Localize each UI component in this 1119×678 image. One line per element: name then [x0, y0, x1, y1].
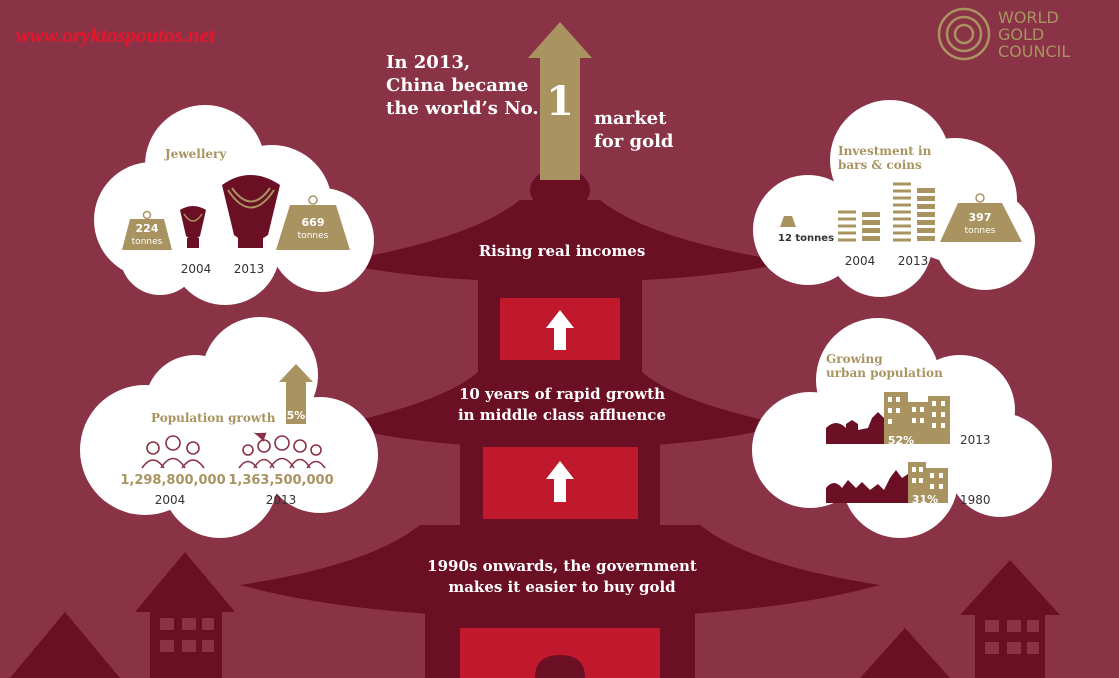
jewellery-title: Jewellery	[164, 147, 227, 161]
tier1-caption: Rising real incomes	[479, 242, 646, 260]
investment-year-2004: 2004	[845, 254, 876, 268]
population-title: Population growth	[151, 411, 276, 425]
jewellery-2004-unit: tonnes	[132, 237, 163, 247]
necklace-icon-small	[180, 206, 206, 248]
bars-stack-2004	[862, 212, 880, 241]
tier2-caption-line2: in middle class affluence	[458, 406, 666, 424]
coins-stack-2013	[893, 182, 911, 242]
investment-year-2013: 2013	[898, 254, 929, 268]
population-year-2013: 2013	[266, 493, 297, 507]
logo-line1: WORLD	[998, 8, 1059, 27]
number-one-arrow	[528, 22, 592, 180]
headline-tail2: for gold	[594, 131, 674, 152]
jewellery-year-2004: 2004	[181, 262, 212, 276]
skyline-2013	[826, 392, 950, 444]
growth-arrow-lower	[546, 461, 574, 502]
investment-title-line1: Investment in	[838, 144, 932, 158]
weight-icon-small	[780, 216, 796, 227]
rank-number: 1	[546, 78, 574, 125]
urban-1980-percent: 31%	[912, 493, 938, 506]
tier3-caption-line2: makes it easier to buy gold	[448, 578, 676, 596]
jewellery-year-2013: 2013	[234, 262, 265, 276]
population-2013-value: 1,363,500,000	[228, 473, 333, 488]
jewellery-2013-weight: 669	[302, 216, 325, 229]
coins-stack-2004	[838, 210, 856, 242]
background-house-windows	[160, 618, 1039, 654]
population-growth-value: 5%	[287, 409, 306, 422]
population-year-2004: 2004	[155, 493, 186, 507]
investment-2013-weight: 397	[969, 211, 992, 224]
investment-title-line2: bars & coins	[838, 158, 922, 172]
jewellery-2013-unit: tonnes	[298, 231, 329, 241]
investment-2004-weight: 12 tonnes	[778, 233, 834, 244]
necklace-icon-large	[222, 175, 280, 248]
people-icon-2013	[238, 435, 326, 469]
urban-title-line2: urban population	[826, 366, 943, 380]
logo-line2: GOLD	[998, 25, 1044, 44]
logo-line3: COUNCIL	[998, 42, 1070, 61]
people-icon-2004	[141, 435, 205, 469]
wgc-logo-icon	[937, 7, 991, 61]
population-growth-arrow	[279, 364, 313, 424]
watermark: www.oryktospoutos.net	[16, 23, 216, 47]
wgc-logo: WORLD GOLD COUNCIL	[937, 7, 1070, 61]
headline-line1: In 2013,	[386, 52, 470, 73]
weight-icon-2004	[122, 210, 172, 250]
headline-line3: the world’s No.	[386, 98, 539, 119]
urban-2013-percent: 52%	[888, 434, 914, 447]
urban-title-line1: Growing	[826, 352, 883, 366]
urban-year-1980: 1980	[960, 493, 991, 507]
investment-2013-unit: tonnes	[965, 226, 996, 236]
headline-line2: China became	[386, 75, 528, 96]
pagoda	[240, 168, 880, 678]
population-2004-value: 1,298,800,000	[120, 473, 225, 488]
skyline-1980-windows	[912, 467, 943, 489]
growth-arrow-upper	[546, 310, 574, 350]
weight-icon-2013	[276, 195, 350, 250]
urban-year-2013: 2013	[960, 433, 991, 447]
jewellery-2004-weight: 224	[136, 222, 159, 235]
bars-stack-2013	[917, 188, 935, 241]
tier2-caption-line1: 10 years of rapid growth	[459, 385, 665, 403]
weight-icon-investment-2013	[940, 193, 1022, 242]
tier3-caption-line1: 1990s onwards, the government	[427, 557, 697, 575]
skyline-2013-windows	[888, 397, 945, 428]
headline-tail1: market	[594, 108, 667, 129]
